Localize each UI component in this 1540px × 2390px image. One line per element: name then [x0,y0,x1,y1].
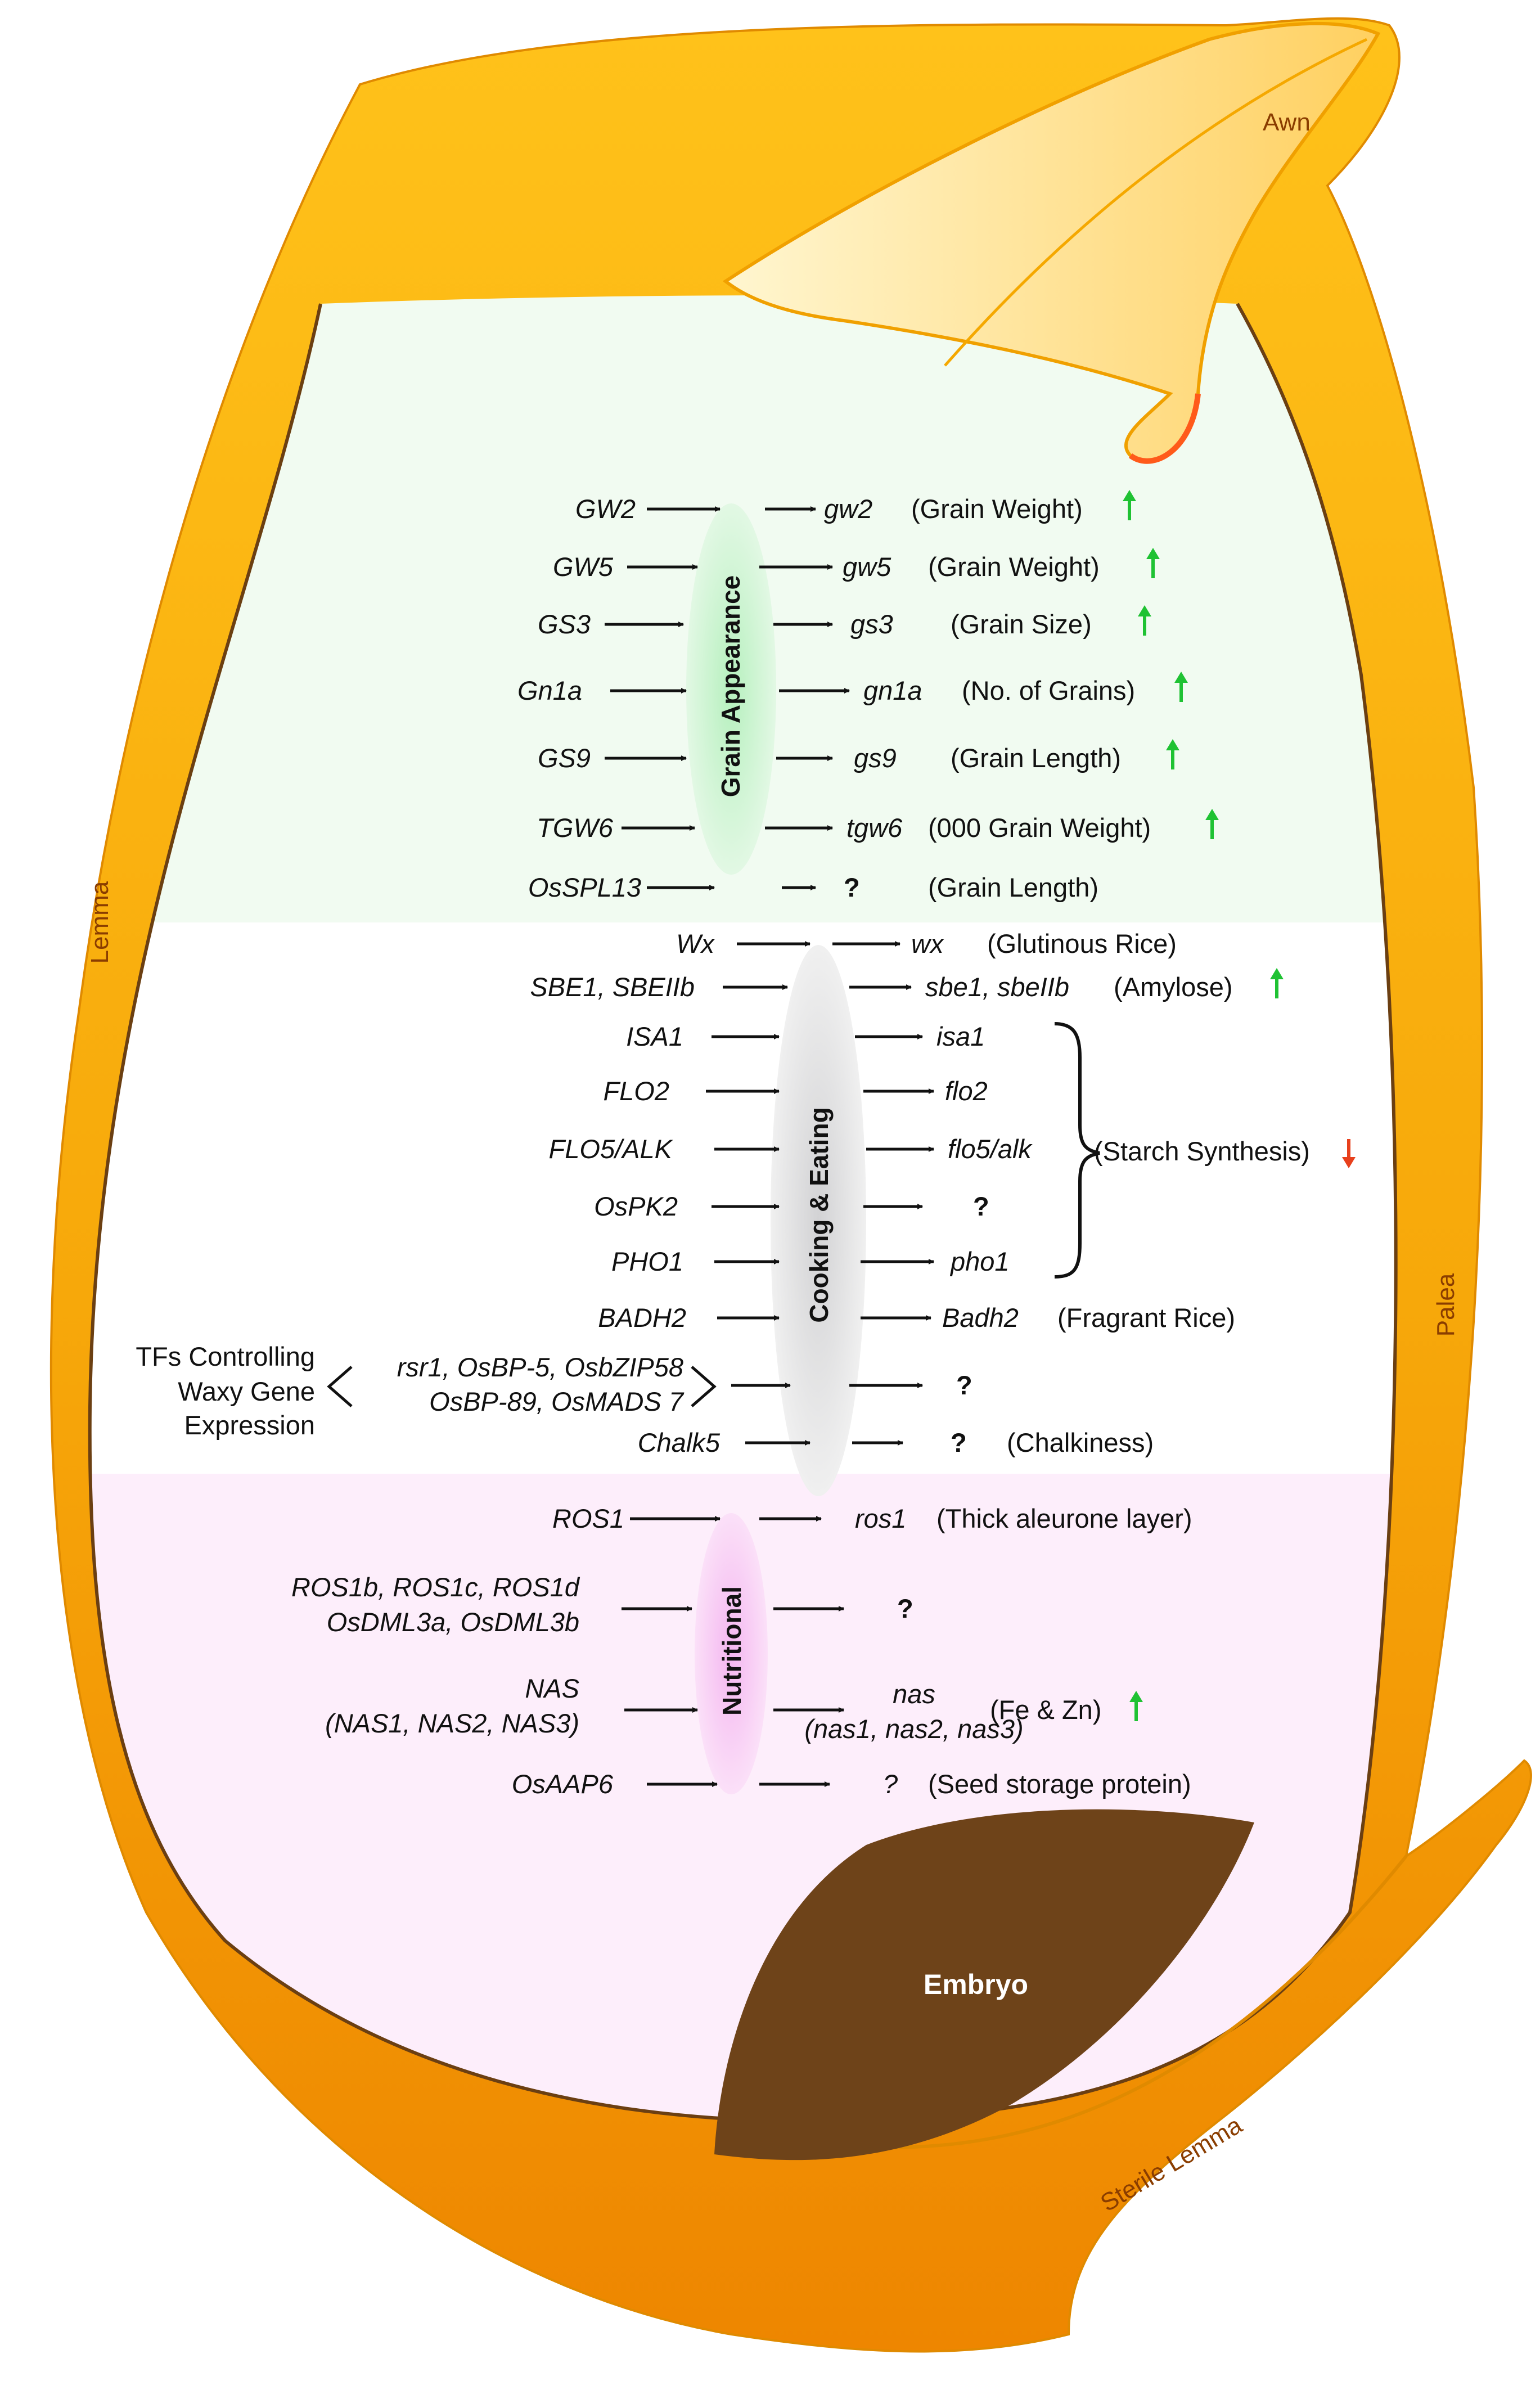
product-label: ? [844,872,860,902]
starch-synthesis-label: (Starch Synthesis) [1094,1136,1310,1166]
lemma-label: Lemma [86,881,114,964]
gene-label: ROS1b, ROS1c, ROS1d [291,1572,580,1602]
starch-brace [1054,1022,1100,1279]
product-label: gs3 [850,609,893,639]
gene-label: Gn1a [517,676,582,705]
gene-label: Wx [676,929,715,958]
gene-label: GW2 [575,494,636,524]
product-label: tgw6 [846,813,903,843]
product-label: (nas1, nas2, nas3) [804,1714,1023,1744]
tfs-gene-line: rsr1, OsBP-5, OsbZIP58 [397,1352,683,1382]
trait-label: (Grain Length) [951,743,1121,773]
product-label: nas [893,1679,935,1709]
cooking-eating-oval [771,945,866,1496]
product-label: Badh2 [942,1303,1019,1333]
gene-label: GS9 [538,743,591,773]
awn-tip [1129,393,1201,464]
product-label: gw5 [843,552,891,582]
gene-label: (NAS1, NAS2, NAS3) [325,1708,579,1738]
palea-label: Palea [1432,1273,1460,1336]
trait-label: (Grain Size) [951,609,1092,639]
cooking-eating-label: Cooking & Eating [804,1107,834,1322]
gene-label: OsAAP6 [512,1769,614,1799]
tfs-left-angle [327,1366,353,1407]
effect-arrow-head [1166,739,1179,750]
product-label: ? [897,1594,913,1623]
embryo-shape [714,1809,1254,2161]
awn-label: Awn [1263,109,1311,136]
effect-arrow-head [1174,672,1188,683]
trait-label: (Seed storage protein) [928,1769,1191,1799]
effect-arrow-head [1123,490,1136,501]
nutritional-label: Nutritional [717,1586,746,1716]
dynamic-layer: GW2 gw2 (Grain Weight) GW5 gw5 (Grain Weight)… [136,490,1356,1799]
trait-label: (Fragrant Rice) [1057,1303,1235,1333]
gene-label: OsPK2 [594,1191,678,1221]
trait-label: (000 Grain Weight) [928,813,1151,843]
tfs-title-line: Waxy Gene [178,1376,315,1406]
awn-vein [944,38,1368,367]
tfs-title-line: Expression [184,1410,316,1440]
gene-label: Chalk5 [638,1428,721,1457]
gene-label: FLO2 [603,1076,669,1106]
gene-label: SBE1, SBEIIb [530,972,695,1002]
effect-arrow-head [1205,809,1219,820]
product-label: gn1a [863,676,922,705]
gene-label: GW5 [553,552,614,582]
product-label: ? [956,1370,972,1400]
gene-label: PHO1 [611,1246,683,1276]
trait-label: (Glutinous Rice) [987,929,1177,958]
tfs-gene-line: OsBP-89, OsMADS 7 [429,1387,685,1416]
gene-label: OsSPL13 [528,872,641,902]
product-label: ? [951,1428,967,1457]
product-label: flo5/alk [948,1134,1033,1164]
awn [722,21,1381,463]
tfs-right-angle [691,1366,717,1407]
trait-label: (Thick aleurone layer) [936,1504,1192,1533]
gene-label: TGW6 [537,813,614,843]
trait-label: (No. of Grains) [962,676,1135,705]
effect-arrow-head [1129,1691,1143,1702]
effect-arrow-head [1146,548,1160,559]
product-label: sbe1, sbeIIb [925,972,1069,1002]
starch-effect-arrow-head [1342,1157,1356,1168]
gene-label: FLO5/ALK [549,1134,674,1164]
product-label: ? [973,1191,989,1221]
cooking-zone-bg [89,922,1396,1474]
product-label: ? [883,1769,898,1799]
trait-label: (Amylose) [1114,972,1233,1002]
trait-label: (Grain Weight) [928,552,1100,582]
product-label: gw2 [824,494,872,524]
effect-arrow-head [1138,605,1151,616]
gene-label: BADH2 [598,1303,686,1333]
product-label: gs9 [854,743,897,773]
product-label: ros1 [855,1504,906,1533]
gene-label: ISA1 [626,1021,683,1051]
grain-appearance-label: Grain Appearance [716,575,745,798]
gene-label: NAS [525,1673,579,1703]
embryo-label: Embryo [924,1969,1028,2000]
nutritional-oval [695,1513,768,1794]
effect-arrow-head [1270,968,1284,979]
gene-label: OsDML3a, OsDML3b [327,1607,579,1637]
gene-label: ROS1 [552,1504,624,1533]
product-label: wx [911,929,944,958]
gene-label: GS3 [538,609,591,639]
tfs-title-line: TFs Controlling [136,1342,315,1371]
product-label: flo2 [945,1076,988,1106]
grain-appearance-oval [686,503,776,875]
trait-label: (Grain Weight) [911,494,1083,524]
trait-label: (Chalkiness) [1007,1428,1154,1457]
trait-label: (Fe & Zn) [990,1695,1101,1725]
product-label: isa1 [936,1021,985,1051]
trait-label: (Grain Length) [928,872,1098,902]
product-label: pho1 [949,1246,1010,1276]
